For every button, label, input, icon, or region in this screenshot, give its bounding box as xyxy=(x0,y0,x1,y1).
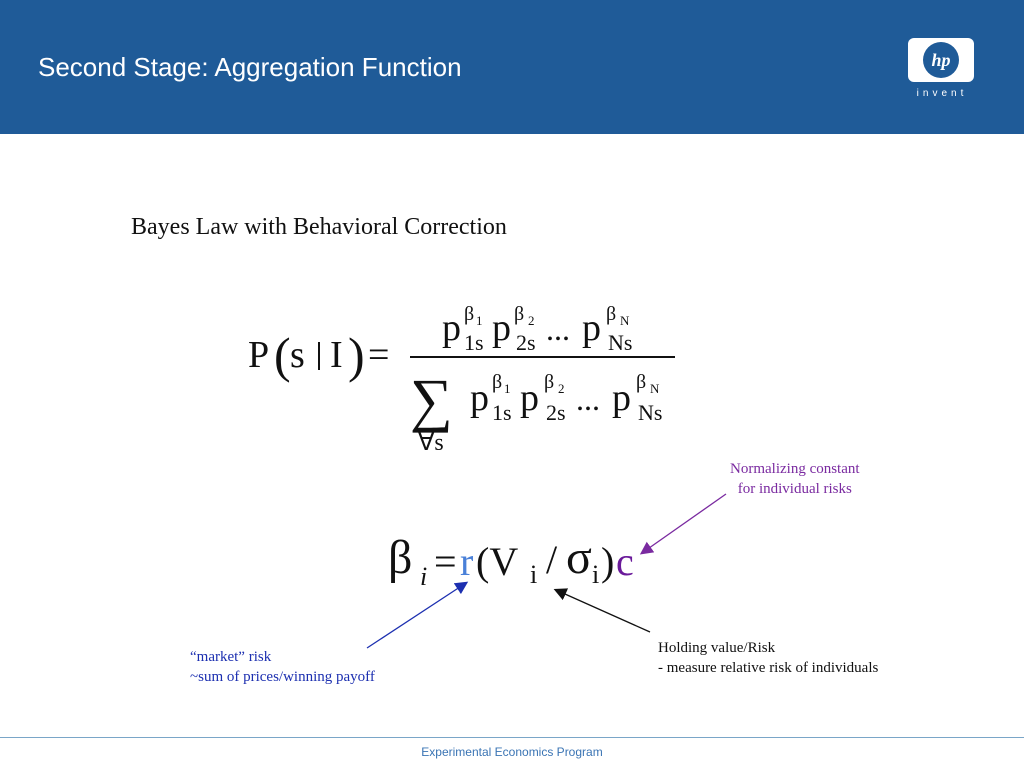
logo-mark-text: hp xyxy=(931,50,950,70)
formula2-c: c xyxy=(616,539,634,584)
market-line-2: ~sum of prices/winning payoff xyxy=(190,669,375,685)
normalizing-line-1: Normalizing constant xyxy=(730,461,860,477)
svg-text:β: β xyxy=(514,303,524,325)
svg-text:1: 1 xyxy=(504,381,511,396)
formula2-r: r xyxy=(460,539,474,584)
formula-i: I xyxy=(330,334,343,376)
normalizing-annotation: Normalizing constant for individual risk… xyxy=(730,459,860,499)
svg-text:...: ... xyxy=(576,381,600,417)
formula-p: P xyxy=(248,334,269,376)
svg-text:Ns: Ns xyxy=(638,400,662,425)
svg-text:2s: 2s xyxy=(516,330,536,355)
market-line-1: “market” risk xyxy=(190,649,272,665)
svg-text:2s: 2s xyxy=(546,400,566,425)
footer-program: Experimental Economics Program xyxy=(421,745,603,759)
logo-tagline: invent xyxy=(916,88,968,99)
formula-equals: = xyxy=(368,334,389,376)
formula2-slash: / xyxy=(546,537,558,582)
header-bar: Second Stage: Aggregation Function hp in… xyxy=(0,0,1024,134)
svg-text:p: p xyxy=(492,307,511,349)
svg-text:p: p xyxy=(470,377,489,419)
svg-text:p: p xyxy=(520,377,539,419)
normalizing-arrow xyxy=(639,493,727,555)
svg-text:1: 1 xyxy=(476,313,483,328)
formula2-equals: = xyxy=(434,539,457,584)
svg-text:N: N xyxy=(650,381,660,396)
normalizing-line-2: for individual risks xyxy=(737,481,852,497)
sum-index: ∀s xyxy=(418,430,444,456)
svg-text:β: β xyxy=(544,371,554,393)
hp-logo: hp invent xyxy=(906,38,978,102)
svg-text:N: N xyxy=(620,313,630,328)
formula-s: s xyxy=(290,334,305,376)
formula2-sigma: σ xyxy=(566,531,592,584)
hp-logo-icon: hp xyxy=(908,38,974,82)
formula2-sub-sigma: i xyxy=(592,560,600,589)
svg-text:β: β xyxy=(636,371,646,393)
svg-text:...: ... xyxy=(546,311,570,347)
formula2-sub-v: i xyxy=(530,560,538,589)
bayes-formula: P ( s I ) = p β 1 1s p β 2 2s ... p β N … xyxy=(248,303,675,456)
svg-text:p: p xyxy=(612,377,631,419)
svg-text:β: β xyxy=(606,303,616,325)
holding-line-2: - measure relative risk of individuals xyxy=(658,660,879,676)
svg-text:1s: 1s xyxy=(464,330,484,355)
svg-text:p: p xyxy=(442,307,461,349)
svg-text:β: β xyxy=(492,371,502,393)
formula-close-paren: ) xyxy=(348,327,365,383)
formula-open-paren: ( xyxy=(274,327,291,383)
holding-line-1: Holding value/Risk xyxy=(658,640,776,656)
market-risk-annotation: “market” risk ~sum of prices/winning pay… xyxy=(190,647,375,687)
formula2-open-v: (V xyxy=(476,539,519,584)
formula2-beta: β xyxy=(388,531,413,584)
slide-title: Second Stage: Aggregation Function xyxy=(38,52,462,82)
formula2-close: ) xyxy=(601,539,615,584)
svg-text:2: 2 xyxy=(528,313,535,328)
holding-value-annotation: Holding value/Risk - measure relative ri… xyxy=(658,638,878,678)
svg-text:p: p xyxy=(582,307,601,349)
svg-text:Ns: Ns xyxy=(608,330,632,355)
sum-sign: ∑ xyxy=(410,367,453,433)
formula2-sub-i: i xyxy=(420,562,428,591)
svg-text:2: 2 xyxy=(558,381,565,396)
svg-text:β: β xyxy=(464,303,474,325)
svg-text:1s: 1s xyxy=(492,400,512,425)
footer-divider xyxy=(0,737,1024,738)
section-subtitle: Bayes Law with Behavioral Correction xyxy=(131,214,507,240)
beta-formula: β i = r (V i / σ i ) c xyxy=(388,530,648,600)
